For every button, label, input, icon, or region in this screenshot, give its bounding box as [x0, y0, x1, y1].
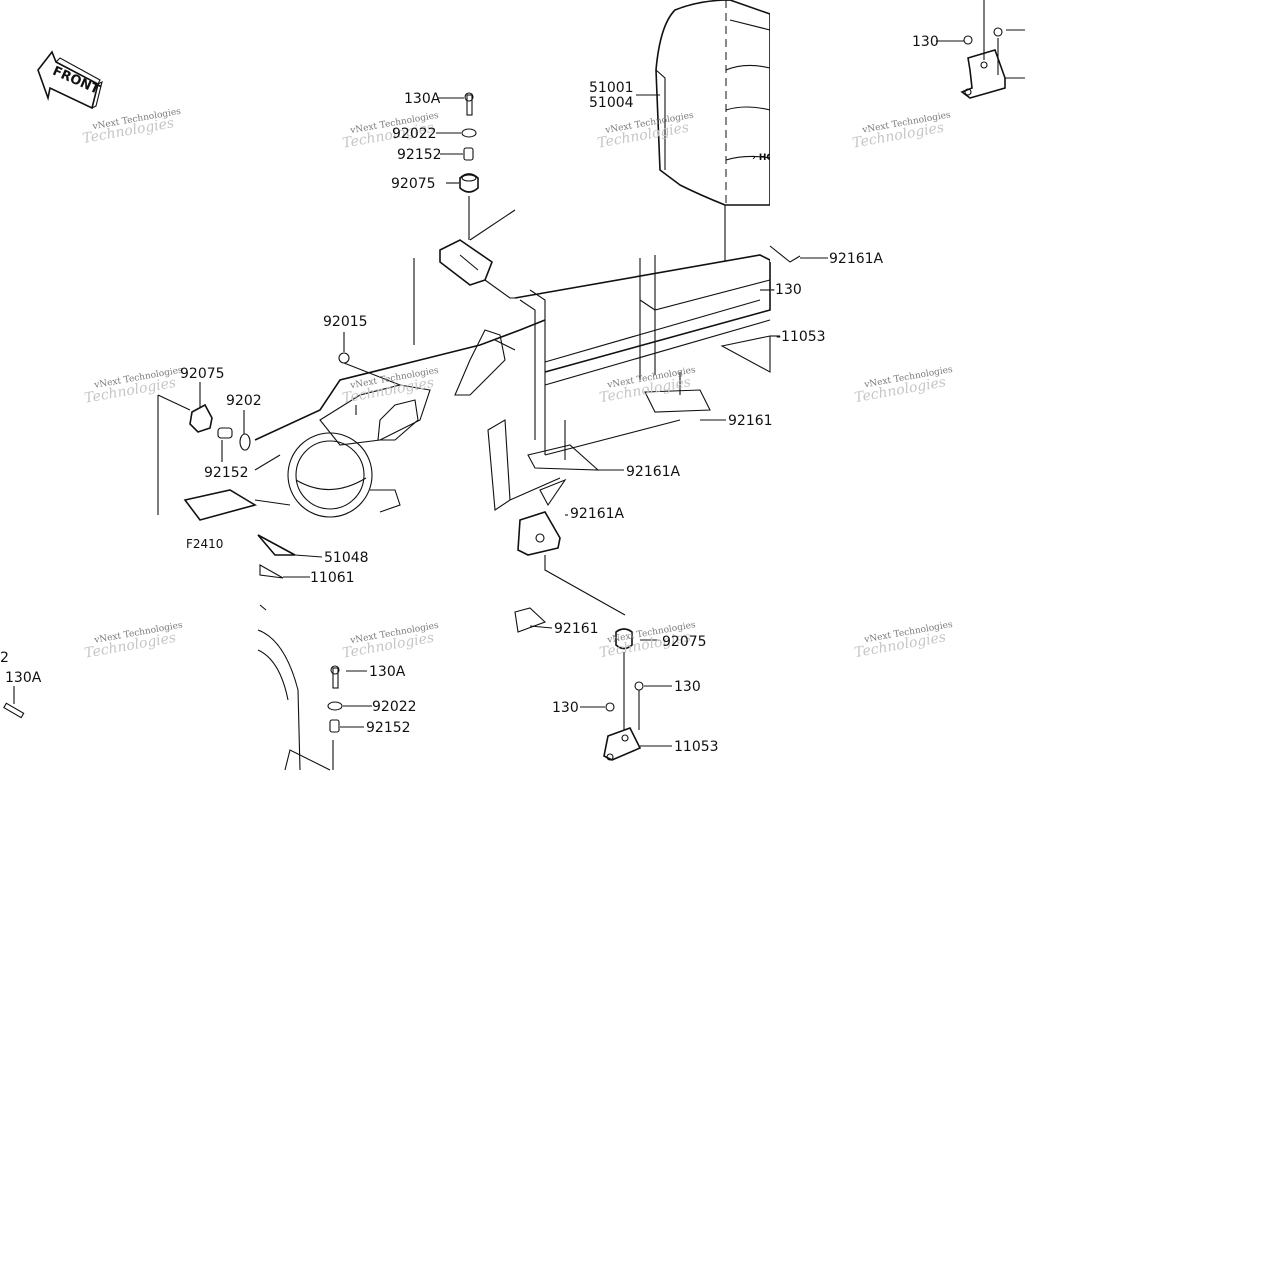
part-label: 92015	[323, 314, 368, 330]
part-label: 130	[552, 700, 579, 716]
part-label: 11061	[310, 570, 355, 586]
part-label: 92161A	[626, 464, 681, 480]
part-label: 11053	[674, 739, 719, 755]
fastener-stack-lower	[3, 511, 644, 761]
figure-code: F2410	[186, 537, 223, 551]
part-label: 9202	[226, 393, 262, 409]
part-label: -130	[770, 282, 802, 298]
part-label: 92152	[366, 720, 411, 736]
bracket-topright	[960, 0, 1025, 99]
fuel-tank: › HOP	[655, 0, 781, 262]
part-label: 130	[674, 679, 701, 695]
blank-area-left	[150, 515, 255, 775]
part-label: -11053	[776, 329, 826, 345]
lower-frame	[157, 394, 334, 771]
part-label: 92075	[180, 366, 225, 382]
frame-body	[254, 209, 771, 518]
svg-text:› HOP: › HOP	[752, 153, 781, 163]
front-label: FRONT	[50, 64, 102, 98]
blank-area	[770, 0, 910, 262]
part-label: 92161	[728, 413, 773, 429]
part-label: 92161A	[829, 251, 884, 267]
part-label: 92022	[372, 699, 417, 715]
part-label: 92152	[397, 147, 442, 163]
mount-left	[189, 352, 401, 451]
part-labels: 130A 92022 92152 92075 51001 51004 130 9…	[0, 34, 939, 755]
part-label: 51004	[589, 95, 634, 111]
part-label: 92075	[662, 634, 707, 650]
part-label: 51048	[324, 550, 369, 566]
leader-lines	[13, 40, 964, 747]
part-label: 92161A	[570, 506, 625, 522]
part-label: 92022	[392, 126, 437, 142]
part-label: 130A	[404, 91, 441, 107]
front-arrow-icon: FRONT	[37, 50, 103, 110]
pads	[514, 245, 801, 633]
part-label: 130A	[369, 664, 406, 680]
fastener-stack-top	[459, 92, 479, 240]
part-label: 130A	[5, 670, 42, 686]
part-label: 92161	[554, 621, 599, 637]
part-label: 2	[0, 650, 9, 666]
part-label: 92152	[204, 465, 249, 481]
part-label: 92075	[391, 176, 436, 192]
part-label: 51001	[589, 80, 634, 96]
part-label: 130	[912, 34, 939, 50]
